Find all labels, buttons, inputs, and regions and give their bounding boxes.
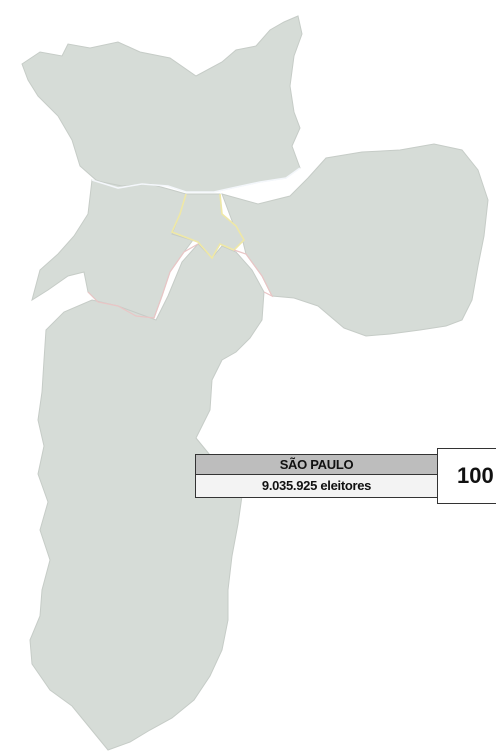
border-center [170, 193, 245, 260]
city-label: SÃO PAULO 9.035.925 eleitores [195, 454, 438, 498]
city-percentage: 100 [437, 448, 496, 504]
region-north[interactable] [21, 15, 303, 193]
border-west-south [87, 243, 199, 319]
border-east-south [233, 249, 274, 298]
region-south[interactable] [29, 243, 265, 751]
city-voter-count: 9.035.925 eleitores [195, 474, 438, 498]
city-name: SÃO PAULO [195, 454, 438, 475]
border-north-south [91, 167, 301, 193]
